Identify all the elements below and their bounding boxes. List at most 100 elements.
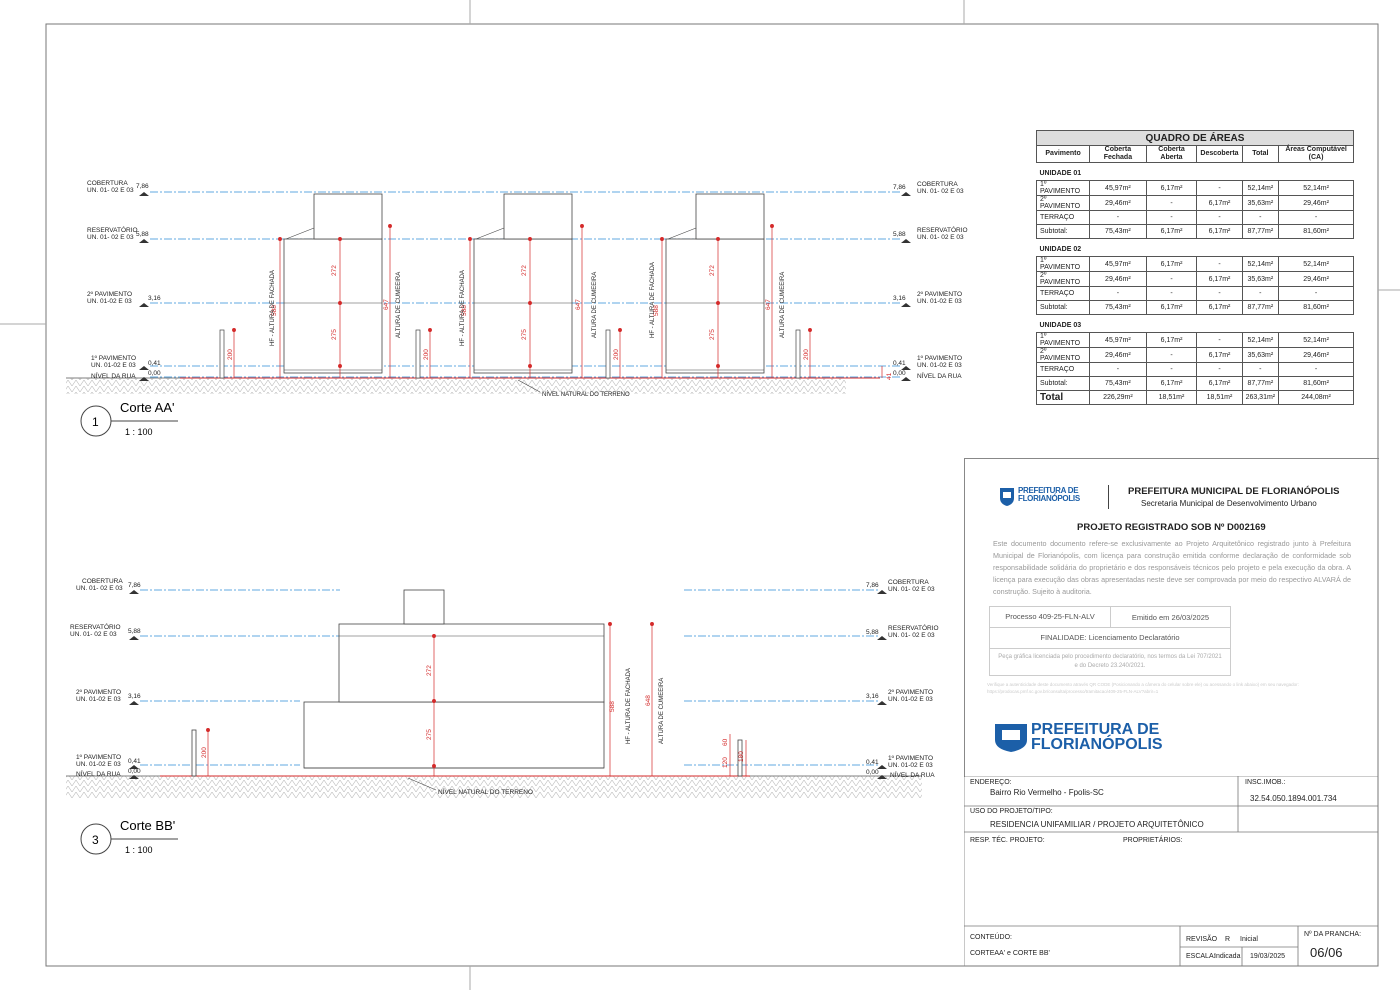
areas-cell: 52,14m² xyxy=(1241,332,1280,348)
areas-title: QUADRO DE ÁREAS xyxy=(1036,130,1354,146)
dim-272: 272 xyxy=(709,265,716,276)
section-bb-name: Corte BB' xyxy=(120,818,175,833)
areas-cell: 35,63m² xyxy=(1241,347,1280,363)
dim-648-bb: 648 xyxy=(645,695,652,706)
lvl-cobertura-right: COBERTURA xyxy=(917,181,958,188)
revisao-desc: Inicial xyxy=(1240,936,1258,943)
label-hf: HF - ALTURA DE FACHADA xyxy=(460,270,466,346)
areas-total-cell: 18,51m² xyxy=(1196,390,1243,405)
label-hf-bb: HF - ALTURA DE FACHADA xyxy=(626,668,632,744)
areas-cell: - xyxy=(1196,332,1243,348)
areas-cell: 81,60m² xyxy=(1278,224,1354,239)
areas-cell: Subtotal: xyxy=(1035,376,1091,391)
dim-272: 272 xyxy=(521,265,528,276)
dim-200-bb: 200 xyxy=(201,747,208,758)
areas-cell: TERRAÇO xyxy=(1035,286,1091,301)
areas-total-cell: 263,31m² xyxy=(1241,390,1280,405)
dim-275: 275 xyxy=(709,329,716,340)
stamp-finalidade: FINALIDADE: Licenciamento Declaratório xyxy=(990,628,1230,649)
dim-200: 200 xyxy=(423,349,430,360)
dim-272-bb: 272 xyxy=(426,665,433,676)
prop-label: PROPRIETÁRIOS: xyxy=(1123,837,1183,844)
lvl-rua-val-right: 0,00 xyxy=(893,370,906,377)
areas-cell: 29,46m² xyxy=(1278,195,1354,211)
areas-cell: 29,46m² xyxy=(1278,347,1354,363)
areas-cell: 75,43m² xyxy=(1089,300,1147,315)
areas-cell: 6,17m² xyxy=(1145,300,1198,315)
areas-cell: 52,14m² xyxy=(1278,180,1354,196)
areas-cell: 2º PAVIMENTO xyxy=(1035,347,1091,363)
stamp-peca: Peça gráfica licenciada pelo procediment… xyxy=(998,654,1222,669)
insc-value: 32.54.050.1894.001.734 xyxy=(1250,794,1337,803)
areas-cell: 1º PAVIMENTO xyxy=(1035,332,1091,348)
section-aa-name: Corte AA' xyxy=(120,400,175,415)
areas-cell: 6,17m² xyxy=(1196,271,1243,287)
areas-cell: 2º PAVIMENTO xyxy=(1035,271,1091,287)
lvl-reservatorio-left: RESERVATÓRIO xyxy=(87,225,138,234)
coat-of-arms-icon xyxy=(1000,488,1014,506)
areas-cell: - xyxy=(1241,210,1280,225)
lvl-cobertura-right-bb: COBERTURA xyxy=(888,579,929,586)
areas-group-name: UNIDADE 03 xyxy=(1039,322,1082,329)
lvl-pav2-val-right-bb: 3,16 xyxy=(866,693,879,700)
dim-60-bb: 60 xyxy=(722,738,729,746)
lvl-rua-right-bb: NÍVEL DA RUA xyxy=(890,770,935,779)
areas-cell: 35,63m² xyxy=(1241,271,1280,287)
areas-group-name: UNIDADE 01 xyxy=(1039,170,1082,177)
lvl-pav2-sub-left-bb: UN. 01-02 E 03 xyxy=(76,696,121,703)
lvl-cobertura-val-left-bb: 7,86 xyxy=(128,582,141,589)
section-aa-number: 1 xyxy=(92,415,99,429)
areas-cell: TERRAÇO xyxy=(1035,362,1091,377)
areas-cell: 6,17m² xyxy=(1145,224,1198,239)
prancha-value: 06/06 xyxy=(1310,945,1343,960)
lvl-reservatorio-val-left-bb: 5,88 xyxy=(128,628,141,635)
stamp-divider xyxy=(1108,485,1109,509)
areas-row: TERRAÇO----- xyxy=(1035,362,1354,377)
lvl-pav1-sub-right-bb: UN. 01-02 E 03 xyxy=(888,762,933,769)
areas-cell: 75,43m² xyxy=(1089,224,1147,239)
lvl-reservatorio-val-right: 5,88 xyxy=(893,231,906,238)
lvl-pav2-left: 2º PAVIMENTO xyxy=(87,291,132,298)
label-hf: HF - ALTURA DE FACHADA xyxy=(650,262,656,338)
insc-label: INSC.IMOB.: xyxy=(1245,779,1286,786)
section-aa-title: 1 Corte AA' 1 : 100 xyxy=(80,400,178,437)
lvl-reservatorio-sub-right-bb: UN. 01- 02 E 03 xyxy=(888,632,935,639)
prancha-label: Nº DA PRANCHA: xyxy=(1304,931,1362,938)
areas-header-cell: Coberta Fechada xyxy=(1089,145,1147,163)
dim-647: 647 xyxy=(765,299,772,310)
areas-cell: 6,17m² xyxy=(1145,180,1198,196)
endereco-label: ENDEREÇO: xyxy=(970,779,1012,786)
lvl-pav1-right: 1º PAVIMENTO xyxy=(917,355,962,362)
resp-label: RESP. TÉC. PROJETO: xyxy=(970,837,1045,844)
escala-value: Indicada xyxy=(1214,953,1241,960)
dim-588-bb: 588 xyxy=(609,701,616,712)
stamp-verify: Verifique a autenticidade deste document… xyxy=(987,682,1299,694)
uso-label: USO DO PROJETO/TIPO: xyxy=(970,808,1053,815)
lvl-reservatorio-right-bb: RESERVATÓRIO xyxy=(888,623,939,632)
label-hf: HF - ALTURA DE FACHADA xyxy=(270,270,276,346)
section-aa-drawing: COBERTURA UN. 01- 02 E 03 7,86 RESERVATÓ… xyxy=(66,180,968,398)
dim-275: 275 xyxy=(331,329,338,340)
lvl-pav2-right-bb: 2º PAVIMENTO xyxy=(888,689,933,696)
areas-cell: 6,17m² xyxy=(1145,376,1198,391)
coat-of-arms-large-icon xyxy=(995,724,1027,752)
areas-cell: 1º PAVIMENTO xyxy=(1035,256,1091,272)
areas-header-cell: Áreas Computável (CA) xyxy=(1278,145,1354,163)
revisao-value: R xyxy=(1225,936,1231,943)
lvl-reservatorio-val-right-bb: 5,88 xyxy=(866,629,879,636)
section-bb-scale: 1 : 100 xyxy=(125,845,153,855)
areas-cell: 6,17m² xyxy=(1196,347,1243,363)
areas-cell: - xyxy=(1241,286,1280,301)
lvl-pav1-left-bb: 1º PAVIMENTO xyxy=(76,754,121,761)
conteudo-label: CONTEÚDO: xyxy=(970,934,1012,941)
lvl-pav1-sub-left-bb: UN. 01-02 E 03 xyxy=(76,761,121,768)
dim-588: 588 xyxy=(461,305,468,316)
areas-cell: 29,46m² xyxy=(1089,195,1147,211)
label-cumeeira-bb: ALTURA DE CUMEEIRA xyxy=(659,678,665,744)
areas-cell: Subtotal: xyxy=(1035,224,1091,239)
